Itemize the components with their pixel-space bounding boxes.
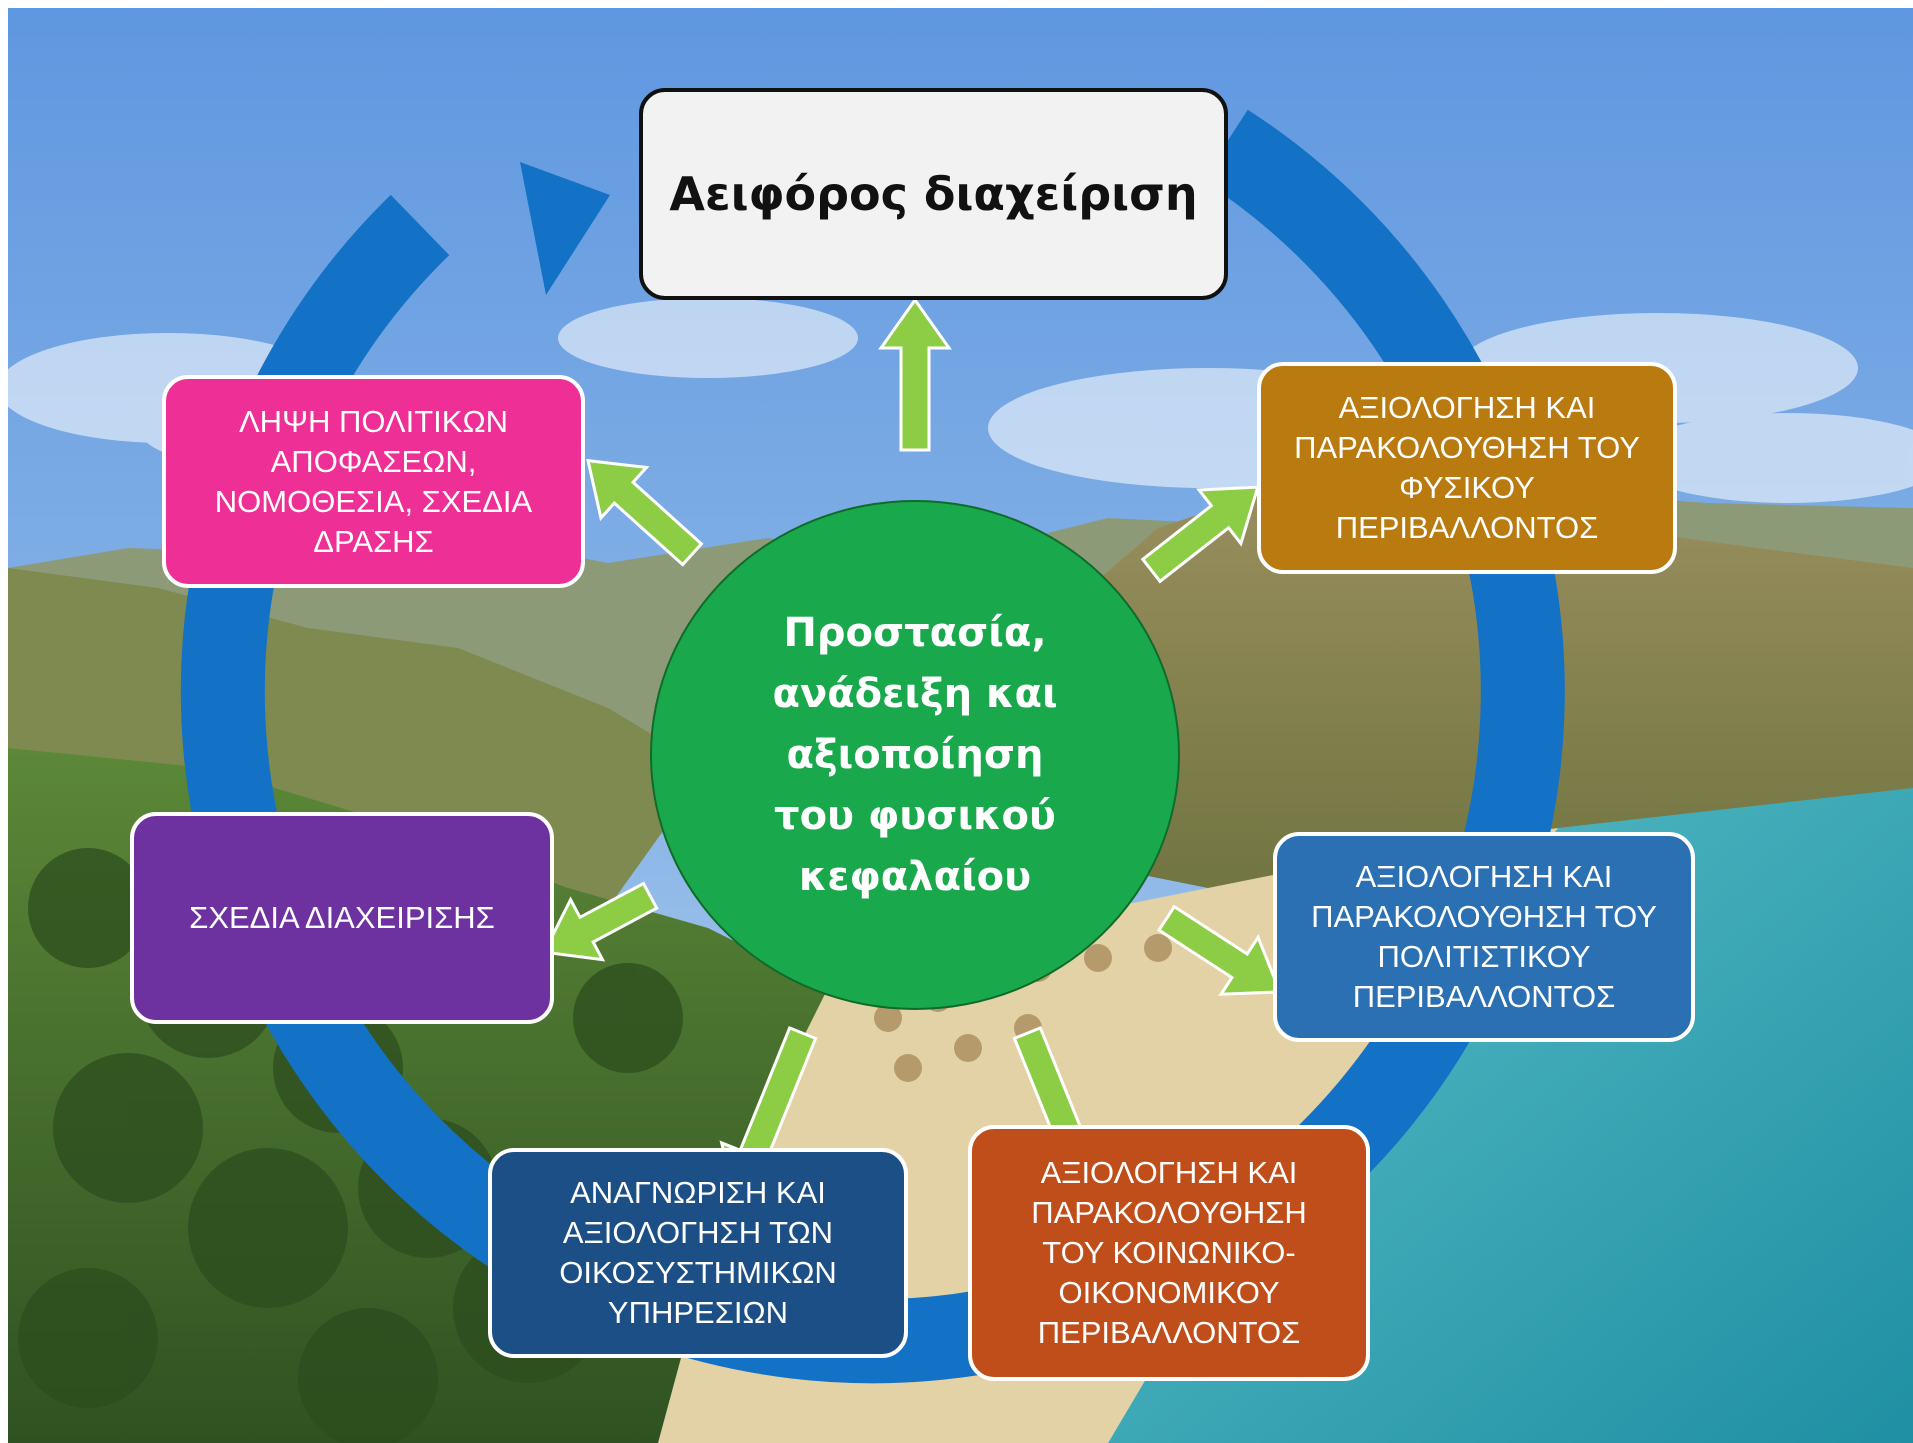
radial-arrows bbox=[541, 297, 1282, 1221]
management-plans-box: ΣΧΕΔΙΑ ΔΙΑΧΕΙΡΙΣΗΣ bbox=[130, 812, 554, 1024]
arrow-to-policy-decisions-shape bbox=[586, 458, 704, 567]
arrow-to-natural-env-shape bbox=[1140, 485, 1260, 584]
arrow-to-management-plans-shape bbox=[541, 881, 659, 962]
arrow-to-top-shape bbox=[878, 297, 952, 452]
ecosystem-services-box: ΑΝΑΓΝΩΡΙΣΗ ΚΑΙ ΑΞΙΟΛΟΓΗΣΗ ΤΩΝ ΟΙΚΟΣΥΣΤΗΜ… bbox=[488, 1148, 908, 1358]
arrow-to-cultural-env-shape bbox=[1156, 904, 1282, 996]
sustainable-management-box: Αειφόρος διαχείριση bbox=[639, 88, 1228, 300]
cycle-arrowhead bbox=[520, 162, 610, 295]
right-hill bbox=[1008, 478, 1913, 908]
cultural-environment-box: ΑΞΙΟΛΟΓΗΣΗ ΚΑΙ ΠΑΡΑΚΟΛΟΥΘΗΣΗ ΤΟΥ ΠΟΛΙΤΙΣ… bbox=[1273, 832, 1695, 1042]
socioeconomic-environment-box: ΑΞΙΟΛΟΓΗΣΗ ΚΑΙ ΠΑΡΑΚΟΛΟΥΘΗΣΗ ΤΟΥ ΚΟΙΝΩΝΙ… bbox=[968, 1125, 1370, 1381]
arrow-to-policy-decisions bbox=[586, 458, 704, 567]
policy-decisions-box: ΛΗΨΗ ΠΟΛΙΤΙΚΩΝ ΑΠΟΦΑΣΕΩΝ, ΝΟΜΟΘΕΣΙΑ, ΣΧΕ… bbox=[162, 375, 585, 588]
arrow-to-management-plans bbox=[541, 881, 659, 962]
arrow-to-cultural-env bbox=[1156, 904, 1282, 996]
natural-environment-box: ΑΞΙΟΛΟΓΗΣΗ ΚΑΙ ΠΑΡΑΚΟΛΟΥΘΗΣΗ ΤΟΥ ΦΥΣΙΚΟΥ… bbox=[1257, 362, 1677, 574]
arrow-to-natural-env bbox=[1140, 485, 1260, 584]
natural-capital-circle: Προστασία, ανάδειξη και αξιοποίηση του φ… bbox=[650, 500, 1180, 1010]
arrow-to-top bbox=[878, 297, 952, 452]
